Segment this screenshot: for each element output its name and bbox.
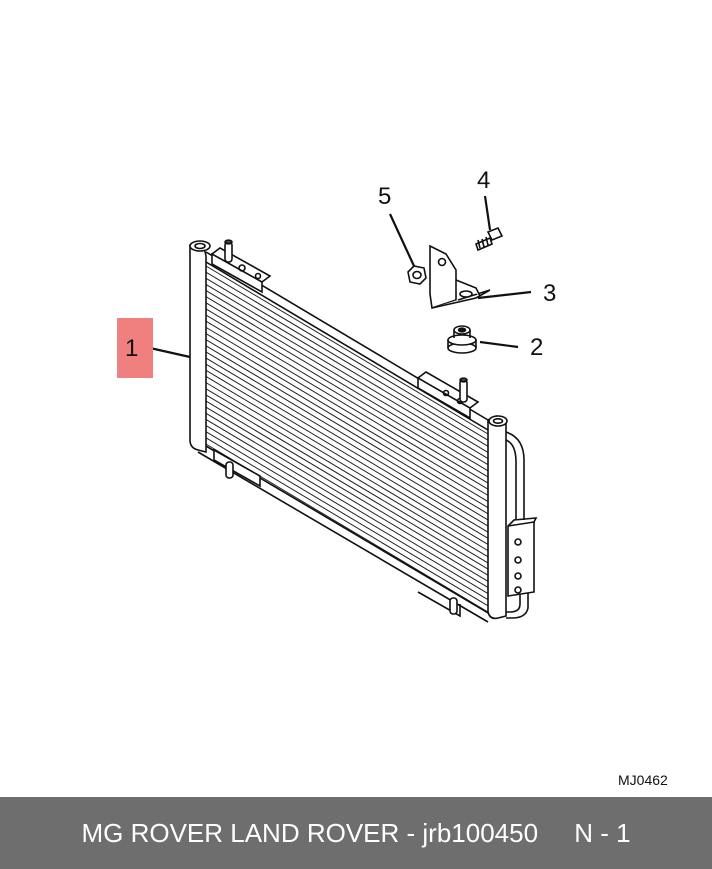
fin-line <box>205 339 489 509</box>
fin-line <box>205 302 489 472</box>
fin-line <box>205 363 489 533</box>
fin-line <box>205 400 489 570</box>
fin-line <box>205 277 489 447</box>
fin-line <box>205 382 489 552</box>
fin-line <box>205 369 489 539</box>
footer-position: N - 1 <box>574 817 631 848</box>
condenser-body <box>189 239 538 623</box>
callout-1: 1 <box>125 335 138 362</box>
fin-line <box>205 437 489 607</box>
bolt-part <box>475 226 504 252</box>
fin-line <box>205 326 489 496</box>
fin-line <box>205 333 489 502</box>
footer-separator: - <box>399 817 423 848</box>
fin-line <box>205 308 489 478</box>
footer-brand: MG ROVER LAND ROVER <box>81 817 400 848</box>
callout-2: 2 <box>530 334 543 361</box>
fin-line <box>205 314 489 484</box>
fin-line <box>205 271 489 441</box>
condenser-fins <box>205 265 489 613</box>
leader-lines <box>149 195 532 359</box>
fin-line <box>205 265 489 435</box>
callout-5: 5 <box>378 183 391 210</box>
fin-line <box>205 376 489 545</box>
callout-4: 4 <box>477 167 490 194</box>
diagram-reference: MJ0462 <box>618 772 668 788</box>
fin-line <box>205 388 489 558</box>
fin-line <box>205 394 489 564</box>
fin-line <box>205 296 489 466</box>
fin-line <box>205 431 489 601</box>
fin-line <box>205 425 489 595</box>
callout-3: 3 <box>543 280 556 307</box>
fin-line <box>205 320 489 490</box>
callout-highlight <box>117 318 153 378</box>
fin-line <box>205 345 489 515</box>
fin-line <box>205 406 489 576</box>
fin-line <box>205 351 489 521</box>
mounting-bracket <box>429 244 491 310</box>
footer-part-number: jrb100450 <box>422 817 539 848</box>
fin-line <box>205 290 489 459</box>
nut-part <box>407 265 427 285</box>
fin-line <box>205 283 489 453</box>
fin-line <box>205 412 489 582</box>
part-info-footer: MG ROVER LAND ROVER - jrb100450 N - 1 <box>0 797 712 869</box>
fin-line <box>205 357 489 527</box>
fin-line <box>205 419 489 588</box>
rubber-grommet-part <box>447 325 477 354</box>
footer-gap <box>538 818 574 849</box>
exploded-parts-diagram: 1 2 3 4 5 MJ0462 <box>117 167 668 788</box>
